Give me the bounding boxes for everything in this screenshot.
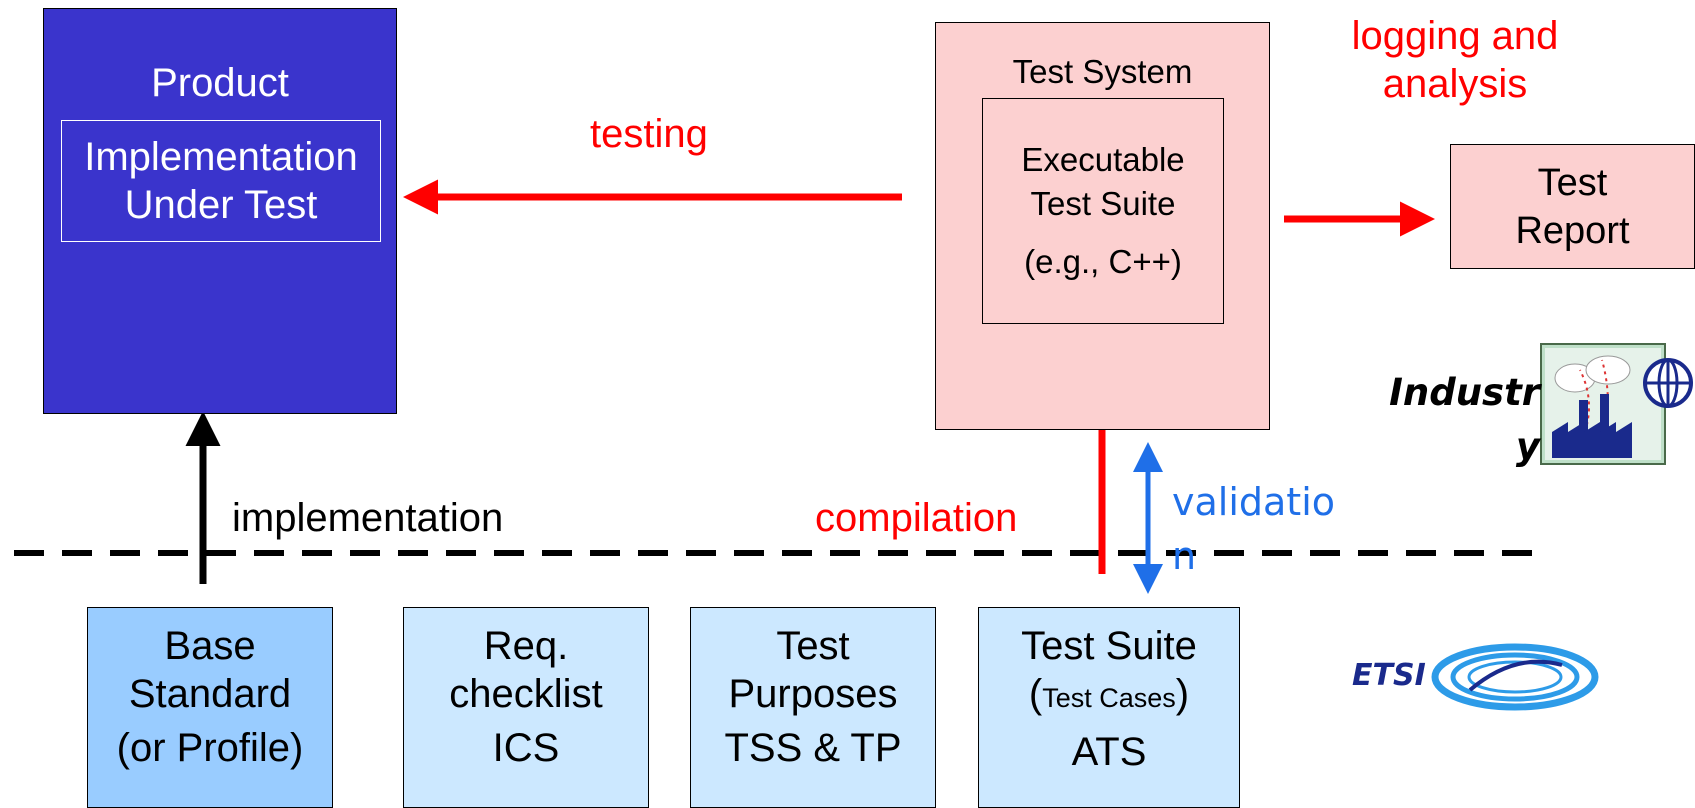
test-system-title: Test System	[1012, 53, 1193, 90]
compilation-label: compilation	[815, 496, 1018, 540]
doc-req-checklist: Req. checklist ICS	[403, 607, 649, 808]
paren-open: (	[1028, 672, 1043, 716]
doc-line-2: checklist	[449, 672, 603, 716]
ets-line-1: Executable	[1021, 141, 1185, 178]
etsi-logo-text: ETSI	[1352, 658, 1426, 693]
product-box: Product Implementation Under Test	[43, 8, 397, 414]
industry-line-1: Industr	[1389, 371, 1540, 414]
doc-line-3: (or Profile)	[116, 726, 304, 770]
iut-line-1: Implementation	[84, 135, 358, 179]
iut-line-2: Under Test	[124, 183, 318, 227]
doc-line-3: TSS & TP	[724, 726, 902, 770]
doc-line-3: ATS	[1071, 730, 1147, 774]
implementation-under-test-box: Implementation Under Test	[61, 120, 381, 242]
doc-line-1: Req.	[483, 624, 569, 668]
implementation-label: implementation	[232, 496, 504, 540]
executable-test-suite-box: Executable Test Suite (e.g., C++)	[982, 98, 1224, 324]
doc-line-1: Test Suite	[1021, 624, 1197, 668]
testing-label: testing	[590, 112, 708, 156]
industry-factory-icon	[1540, 343, 1693, 465]
ets-language: (e.g., C++)	[1024, 243, 1182, 280]
validation-label: validatio n	[1172, 475, 1335, 583]
validation-line-2: n	[1172, 534, 1197, 578]
report-line-1: Test	[1537, 161, 1608, 204]
doc-line-1: Base	[164, 624, 256, 668]
report-line-2: Report	[1515, 209, 1630, 252]
logging-line-2: analysis	[1382, 62, 1528, 106]
ets-line-2: Test Suite	[1030, 185, 1176, 222]
doc-line-3: ICS	[492, 726, 560, 770]
logging-analysis-label: logging and analysis	[1300, 12, 1610, 108]
industry-line-2: y	[1515, 425, 1540, 468]
product-title: Product	[151, 61, 289, 105]
logging-line-1: logging and	[1351, 14, 1559, 58]
paren-close: )	[1175, 672, 1190, 716]
etsi-logo-icon	[1431, 643, 1599, 711]
industry-label: Industr y	[1360, 366, 1540, 474]
doc-line-1: Test	[776, 624, 850, 668]
doc-line-2: Standard	[128, 672, 292, 716]
doc-base-standard: Base Standard (or Profile)	[87, 607, 333, 808]
test-system-box: Test System Executable Test Suite (e.g.,…	[935, 22, 1270, 430]
doc-test-suite: Test Suite (Test Cases) ATS	[978, 607, 1240, 808]
doc-test-purposes: Test Purposes TSS & TP	[690, 607, 936, 808]
doc-line-2: Purposes	[728, 672, 898, 716]
test-report-box: Test Report	[1450, 144, 1695, 269]
doc-line-2: (Test Cases)	[1029, 670, 1189, 722]
validation-line-1: validatio	[1172, 480, 1336, 524]
test-cases-text: Test Cases	[1042, 683, 1176, 713]
